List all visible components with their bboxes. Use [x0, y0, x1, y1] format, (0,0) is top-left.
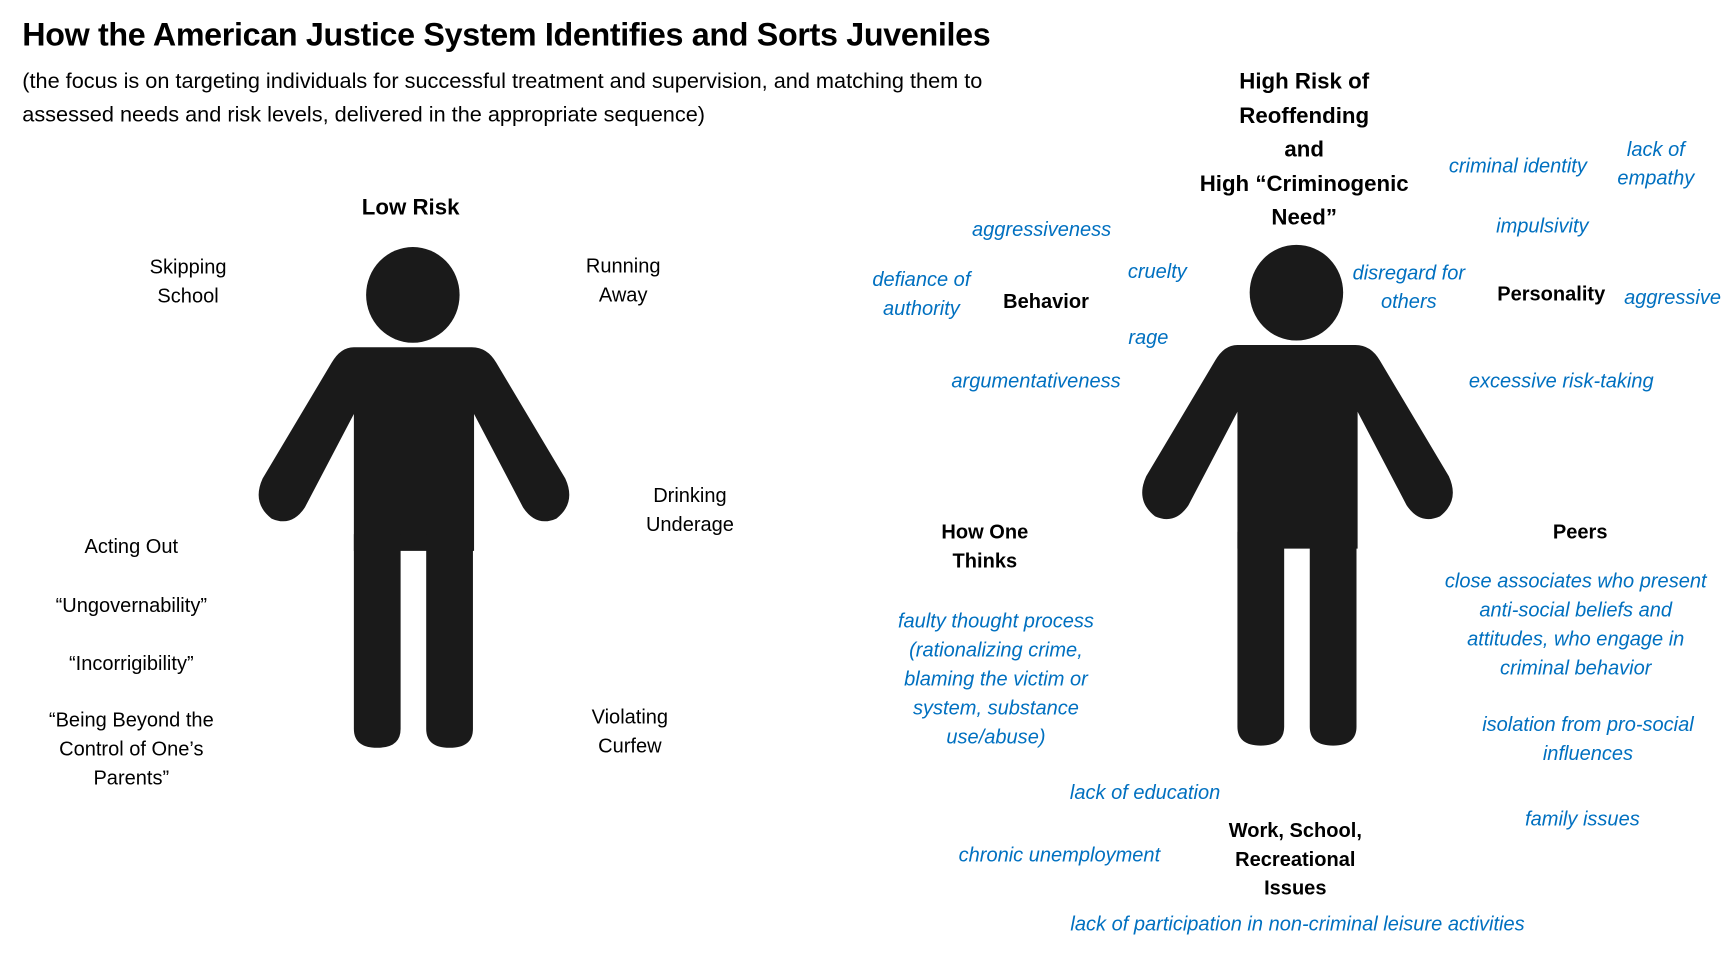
low-risk-label: “Ungovernability” [55, 594, 208, 617]
behavior-item: defiance of authority [872, 268, 971, 320]
personality-item: excessive risk-taking [1468, 369, 1654, 392]
low-risk-label: Acting Out [84, 535, 179, 558]
behavior-item: cruelty [1127, 260, 1187, 283]
behavior-item: aggressiveness [971, 218, 1112, 241]
low-risk-person-icon [258, 247, 570, 748]
low-risk-label: Drinking Underage [645, 484, 734, 536]
high-risk-heading: High Risk of Reoffending and High “Crimi… [1199, 69, 1409, 231]
page-title: How the American Justice System Identifi… [22, 17, 991, 54]
category-behavior: Behavior [1003, 290, 1089, 313]
category-work: Work, School, Recreational Issues [1228, 819, 1362, 900]
personality-item: disregard for others [1352, 261, 1466, 313]
personality-item: impulsivity [1496, 214, 1589, 238]
personality-item: criminal identity [1448, 154, 1587, 177]
work-item: lack of education [1069, 781, 1221, 804]
peers-item: close associates who present anti-social… [1444, 569, 1707, 679]
low-risk-heading: Low Risk [361, 195, 460, 221]
low-risk-label: Running Away [585, 254, 661, 307]
category-peers: Peers [1552, 520, 1608, 544]
work-item: lack of participation in non-criminal le… [1070, 912, 1525, 935]
low-risk-label: Skipping School [149, 255, 227, 308]
personality-item: aggressive [1624, 285, 1721, 309]
low-risk-label: “Being Beyond the Control of One’s Paren… [48, 708, 214, 789]
high-risk-person-icon [1142, 244, 1453, 746]
work-item: chronic unemployment [958, 843, 1161, 866]
low-risk-label: Violating Curfew [591, 705, 669, 757]
subtitle: (the focus is on targeting individuals f… [22, 68, 983, 127]
category-thinking: How One Thinks [941, 520, 1029, 572]
thinking-item: faulty thought process (rationalizing cr… [897, 609, 1094, 748]
behavior-item: argumentativeness [951, 369, 1121, 392]
personality-item: lack of empathy [1617, 137, 1695, 190]
peers-item: isolation from pro-social influences [1482, 713, 1694, 765]
peers-item: family issues [1525, 807, 1640, 831]
behavior-item: rage [1128, 326, 1169, 349]
low-risk-label: “Incorrigibility” [68, 652, 194, 675]
category-personality: Personality [1497, 282, 1606, 305]
